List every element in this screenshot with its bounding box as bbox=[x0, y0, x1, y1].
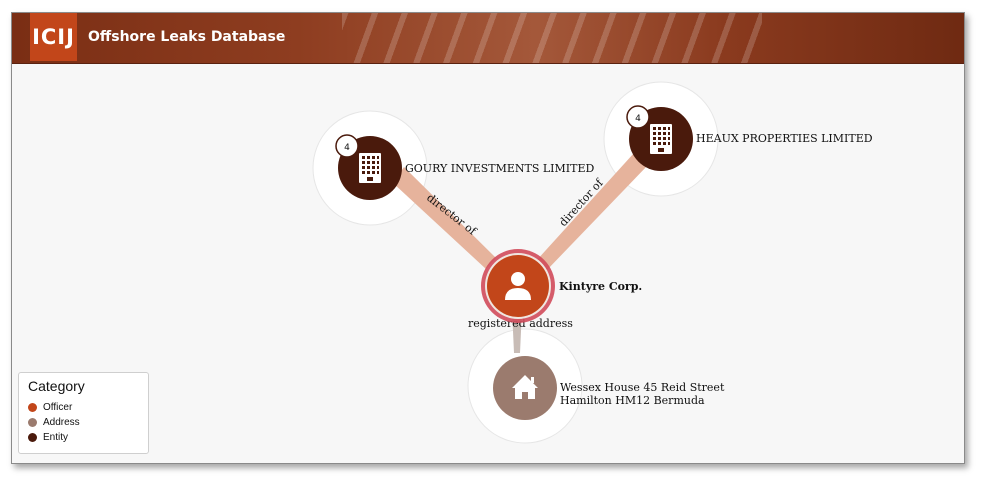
node-label: Kintyre Corp. bbox=[559, 280, 642, 293]
header-background-image bbox=[342, 13, 762, 63]
node-label: HEAUX PROPERTIES LIMITED bbox=[696, 132, 873, 145]
app-window: ICIJ Offshore Leaks Database director of… bbox=[11, 12, 965, 464]
address-node[interactable] bbox=[493, 356, 557, 420]
app-title[interactable]: Offshore Leaks Database bbox=[88, 29, 286, 45]
officer-node-kintyre[interactable] bbox=[481, 249, 555, 323]
connection-count-badge: 4 bbox=[626, 105, 650, 129]
legend-title: Category bbox=[28, 378, 85, 394]
officer-dot-icon bbox=[28, 403, 37, 412]
legend-label: Entity bbox=[43, 432, 69, 443]
svg-text:4: 4 bbox=[344, 143, 350, 153]
category-legend: Category Officer Address Entity bbox=[18, 372, 149, 454]
building-icon bbox=[650, 124, 672, 154]
edge-director-of-1[interactable] bbox=[393, 167, 496, 269]
node-label: Hamilton HM12 Bermuda bbox=[560, 394, 705, 407]
legend-item-entity: Entity bbox=[28, 432, 68, 443]
address-dot-icon bbox=[28, 418, 37, 427]
legend-item-officer: Officer bbox=[28, 402, 72, 413]
legend-label: Officer bbox=[43, 402, 73, 413]
icij-logo[interactable]: ICIJ bbox=[30, 13, 77, 61]
network-graph[interactable]: director of director of registered addre… bbox=[12, 13, 964, 463]
entity-dot-icon bbox=[28, 433, 37, 442]
person-icon bbox=[505, 272, 531, 300]
building-icon bbox=[359, 153, 381, 183]
legend-label: Address bbox=[43, 417, 80, 428]
edge-label: registered address bbox=[468, 317, 573, 330]
node-label: GOURY INVESTMENTS LIMITED bbox=[405, 162, 595, 175]
app-header: ICIJ Offshore Leaks Database bbox=[12, 13, 964, 64]
entity-node-goury[interactable]: 4 bbox=[335, 134, 402, 200]
edge-director-of-2[interactable] bbox=[536, 153, 648, 271]
connection-count-badge: 4 bbox=[335, 134, 359, 158]
legend-item-address: Address bbox=[28, 417, 80, 428]
node-label: Wessex House 45 Reid Street bbox=[560, 381, 725, 394]
svg-text:4: 4 bbox=[635, 114, 641, 124]
entity-node-heaux[interactable]: 4 bbox=[626, 105, 693, 171]
home-icon bbox=[512, 375, 538, 399]
